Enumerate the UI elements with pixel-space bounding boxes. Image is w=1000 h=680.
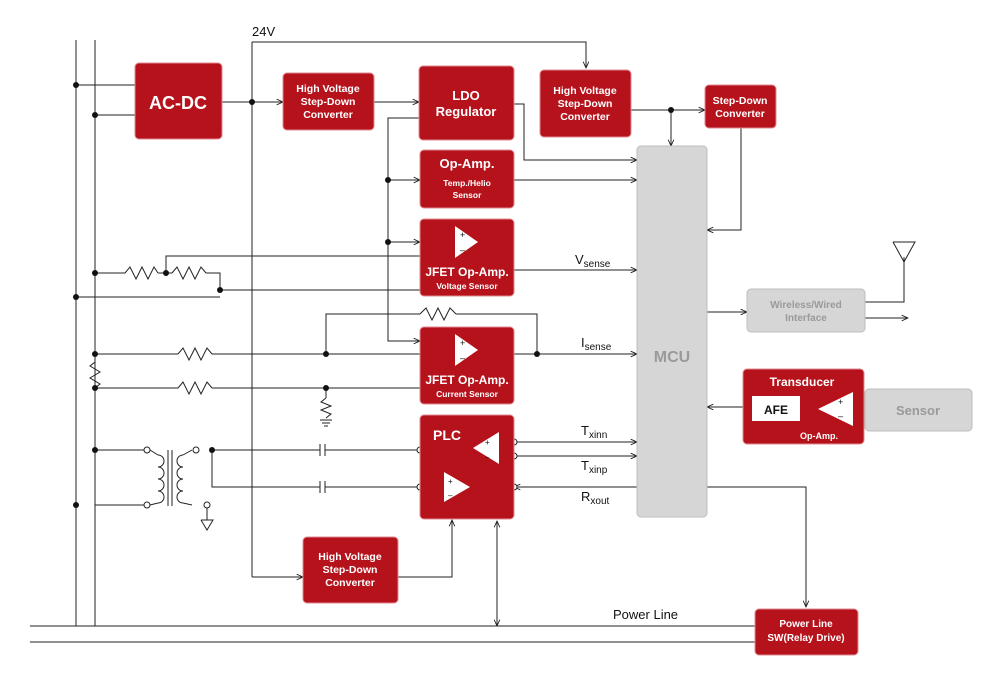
svg-text:–: –	[448, 491, 453, 500]
svg-text:Op-Amp.: Op-Amp.	[440, 156, 495, 171]
transducer-block: Transducer AFE + – Op-Amp.	[742, 368, 865, 445]
svg-text:Converter: Converter	[325, 577, 375, 589]
opamp-triangle-icon	[455, 334, 478, 366]
vsense-label: Vsense	[575, 252, 611, 270]
rail-24v-label: 24V	[252, 24, 275, 39]
svg-text:Step-Down: Step-Down	[558, 98, 613, 110]
jfet-opamp-voltage-sensor-block: + – JFET Op-Amp. Voltage Sensor	[419, 218, 515, 297]
afe-box	[752, 396, 800, 421]
svg-text:Transducer: Transducer	[770, 375, 835, 389]
svg-text:Wireless/Wired: Wireless/Wired	[770, 300, 842, 311]
svg-text:Voltage Sensor: Voltage Sensor	[436, 281, 498, 291]
hv-stepdown-converter-3: High Voltage Step-Down Converter	[302, 536, 399, 604]
svg-text:Power Line: Power Line	[779, 619, 833, 630]
svg-text:AC-DC: AC-DC	[149, 93, 207, 113]
svg-text:JFET Op-Amp.: JFET Op-Amp.	[425, 373, 508, 387]
rx-receiver-triangle-icon	[444, 472, 470, 502]
transducer-opamp-icon	[818, 392, 853, 426]
isense-label: Isense	[581, 335, 612, 353]
svg-text:JFET Op-Amp.: JFET Op-Amp.	[425, 265, 508, 279]
svg-text:High Voltage: High Voltage	[296, 83, 360, 95]
svg-text:Regulator: Regulator	[436, 104, 497, 119]
junction-dots	[73, 82, 674, 509]
svg-text:SW(Relay Drive): SW(Relay Drive)	[767, 633, 844, 644]
hv-stepdown-converter-2: High Voltage Step-Down Converter	[539, 69, 632, 138]
stepdown-converter-block: Step-Down Converter	[704, 84, 777, 129]
rxout-label: Rxout	[581, 489, 610, 507]
svg-text:High Voltage: High Voltage	[318, 551, 382, 563]
svg-text:PLC: PLC	[433, 427, 461, 443]
svg-text:+: +	[460, 230, 465, 240]
svg-text:Converter: Converter	[303, 109, 353, 121]
svg-text:–: –	[460, 245, 465, 255]
jfet-opamp-current-sensor-block: + – JFET Op-Amp. Current Sensor	[419, 326, 515, 405]
opamp-triangle-icon	[455, 226, 478, 258]
svg-text:Step-Down: Step-Down	[301, 96, 356, 108]
hv-stepdown-converter-1: High Voltage Step-Down Converter	[282, 72, 375, 131]
svg-text:–: –	[838, 411, 843, 421]
txinn-label: Txinn	[581, 423, 607, 441]
ac-dc-block: AC-DC	[134, 62, 223, 140]
mcu-block: MCU	[636, 145, 708, 518]
svg-text:Step-Down: Step-Down	[323, 564, 378, 576]
svg-text:LDO: LDO	[452, 88, 479, 103]
plc-block: PLC + – + –	[419, 414, 515, 520]
svg-text:+: +	[448, 477, 453, 486]
svg-text:Interface: Interface	[785, 313, 827, 324]
wiring	[30, 40, 916, 643]
svg-text:Temp./Helio: Temp./Helio	[443, 178, 491, 188]
svg-text:+: +	[460, 338, 465, 348]
svg-text:Sensor: Sensor	[896, 403, 940, 418]
svg-text:–: –	[460, 353, 465, 363]
svg-text:Op-Amp.: Op-Amp.	[800, 431, 838, 441]
svg-text:AFE: AFE	[764, 403, 788, 417]
power-line-relay-block: Power Line SW(Relay Drive)	[754, 608, 859, 656]
tx-driver-triangle-icon	[473, 432, 499, 464]
svg-text:Step-Down: Step-Down	[713, 95, 768, 107]
svg-text:Current Sensor: Current Sensor	[436, 389, 499, 399]
svg-text:+: +	[485, 438, 490, 447]
opamp-temp-sensor-block: Op-Amp. Temp./Helio Sensor	[419, 149, 515, 209]
svg-text:High Voltage: High Voltage	[553, 85, 617, 97]
wireless-wired-interface-block: Wireless/Wired Interface	[746, 288, 866, 333]
svg-text:Sensor: Sensor	[453, 190, 483, 200]
svg-text:MCU: MCU	[654, 349, 690, 366]
svg-text:–: –	[485, 453, 490, 462]
svg-text:+: +	[838, 397, 843, 407]
power-line-label: Power Line	[613, 607, 678, 622]
svg-text:Converter: Converter	[715, 108, 765, 120]
sensor-block: Sensor	[864, 388, 973, 432]
svg-text:Converter: Converter	[560, 111, 610, 123]
txinp-label: Txinp	[581, 458, 608, 476]
ldo-regulator-block: LDO Regulator	[418, 65, 515, 141]
